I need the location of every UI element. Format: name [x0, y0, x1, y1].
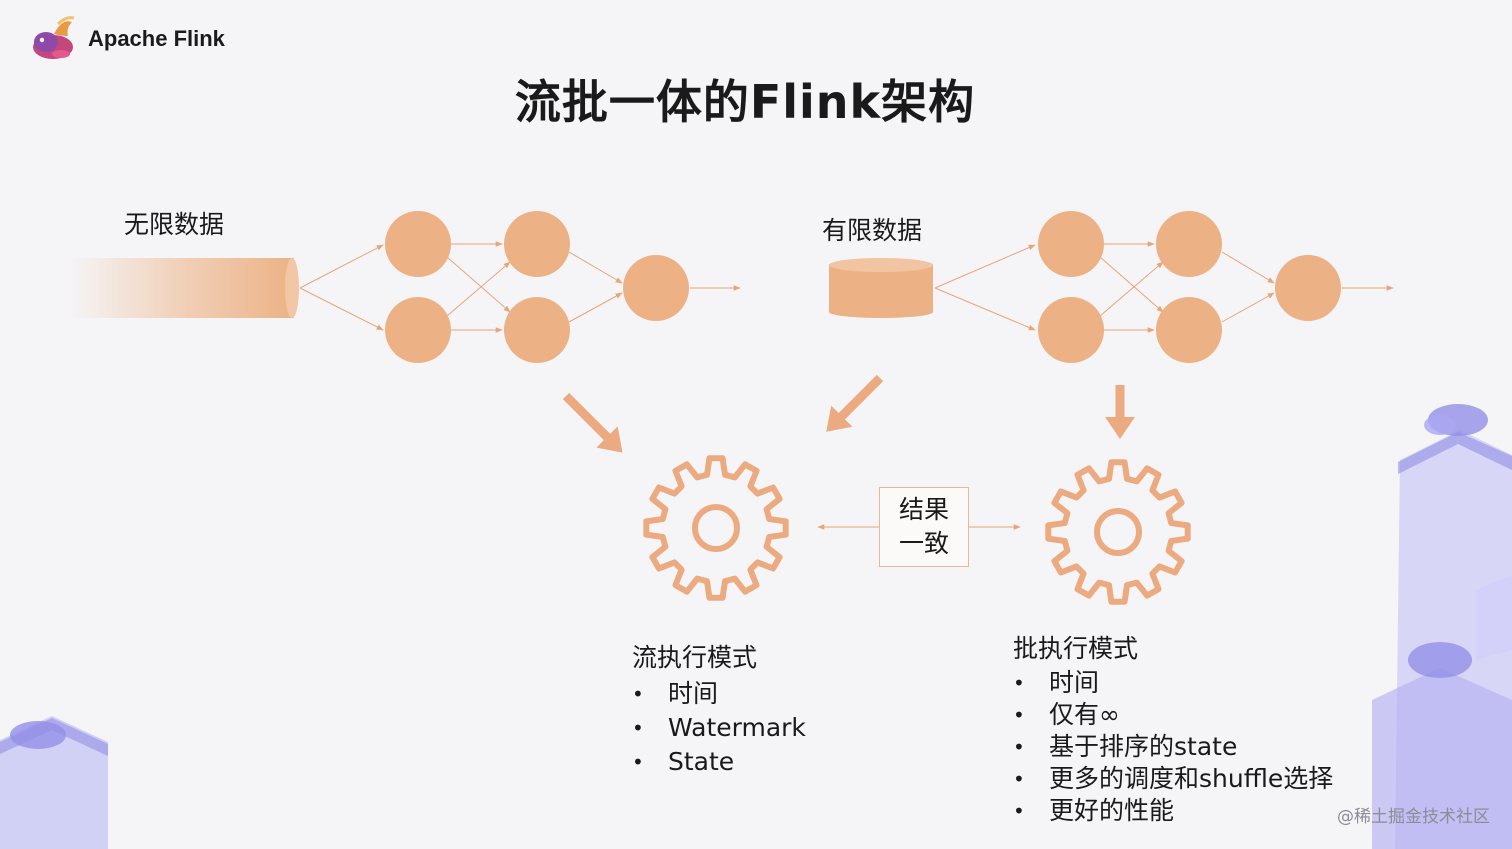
stream-node	[385, 297, 451, 363]
stream-mode-item: Watermark	[632, 711, 806, 745]
batch-node	[1156, 297, 1222, 363]
batch-mode-item: 时间	[1013, 667, 1333, 699]
bounded-data-source	[829, 258, 933, 318]
stream-node	[504, 297, 570, 363]
arrow-down-right-icon	[562, 392, 623, 453]
page-title: 流批一体的Flink架构	[514, 75, 976, 129]
arrow-down-left-icon	[826, 374, 884, 432]
brand-name: Apache Flink	[88, 26, 225, 51]
batch-engine-gear-icon	[1045, 459, 1191, 605]
result-box-line1: 结果	[898, 495, 949, 524]
batch-node	[1038, 297, 1104, 363]
stream-graph-edges	[299, 241, 741, 333]
stream-mode-title: 流执行模式	[632, 643, 758, 672]
brand-logo: Apache Flink	[28, 14, 225, 64]
batch-graph-edges	[934, 241, 1394, 333]
unbounded-data-label: 无限数据	[124, 210, 225, 239]
stream-node	[623, 255, 689, 321]
batch-node	[1275, 255, 1341, 321]
batch-mode-item: 更多的调度和shuffle选择	[1013, 763, 1333, 795]
stream-node	[385, 211, 451, 277]
flink-squirrel-icon	[33, 16, 75, 59]
batch-execution-mode: 批执行模式 时间 仅有∞ 基于排序的state 更多的调度和shuffle选择 …	[1013, 633, 1333, 827]
consistent-result-box: 结果 一致	[879, 487, 969, 567]
decorative-cubes	[0, 404, 1512, 849]
stream-mode-item: 时间	[632, 677, 806, 711]
batch-node	[1038, 211, 1104, 277]
bounded-data-label: 有限数据	[822, 216, 923, 245]
stream-mode-item: State	[632, 745, 806, 779]
down-arrows	[562, 374, 1135, 453]
source-watermark: @稀土掘金技术社区	[1337, 807, 1490, 827]
stream-execution-mode: 流执行模式 时间 Watermark State	[632, 641, 806, 779]
stream-node	[504, 211, 570, 277]
unbounded-stream-source	[68, 258, 299, 318]
stream-engine-gear-icon	[643, 455, 789, 601]
batch-node	[1156, 211, 1222, 277]
result-box-line2: 一致	[898, 529, 949, 558]
stream-graph-nodes	[385, 211, 689, 363]
batch-mode-item: 更好的性能	[1013, 795, 1333, 827]
arrow-down-icon	[1105, 385, 1135, 439]
batch-mode-item: 仅有∞	[1013, 699, 1333, 731]
batch-mode-title: 批执行模式	[1013, 634, 1139, 663]
batch-graph-nodes	[1038, 211, 1341, 363]
batch-mode-item: 基于排序的state	[1013, 731, 1333, 763]
